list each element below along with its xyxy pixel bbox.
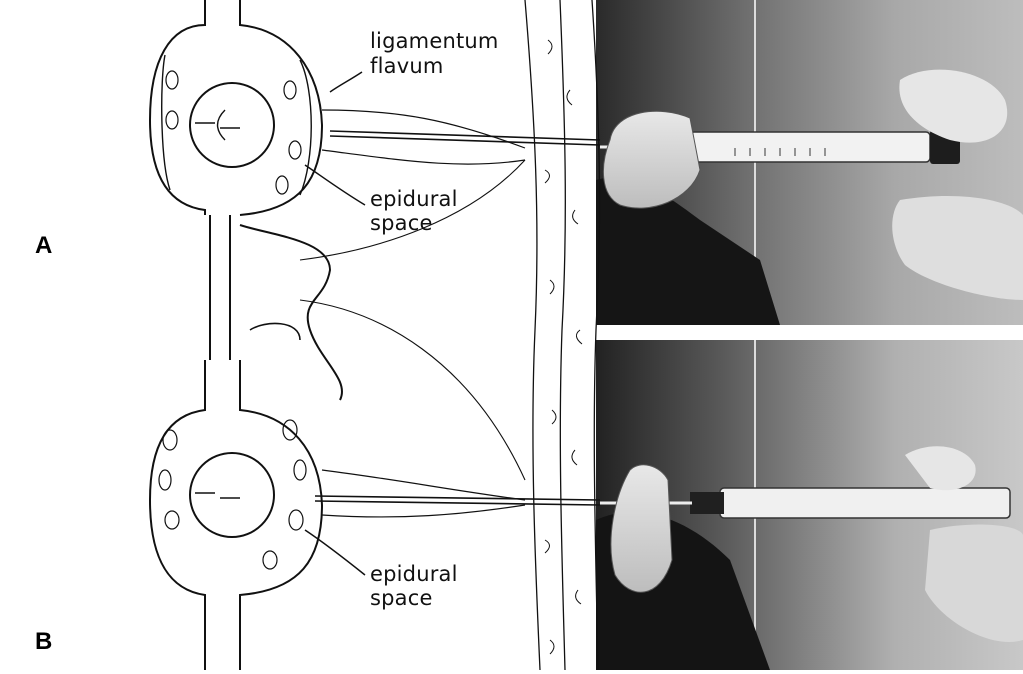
epidural-space-label-a-line2: space	[370, 212, 433, 234]
ligamentum-flavum-label-line2: flavum	[370, 55, 444, 77]
needle-a	[330, 131, 600, 145]
panel-label-a: A	[35, 232, 52, 260]
epidural-space-label-a-line1: epidural	[370, 188, 458, 210]
ligamentum-flavum-label-line1: ligamentum	[370, 30, 499, 52]
needle-b	[315, 496, 600, 505]
panel-label-b: B	[35, 628, 52, 656]
epidural-space-label-b-line1: epidural	[370, 563, 458, 585]
spine-drawing	[150, 0, 525, 670]
photo-panel-b	[596, 340, 1023, 670]
label-leaders	[305, 72, 365, 575]
photo-panel-a	[596, 0, 1023, 325]
epidural-space-label-b-line2: space	[370, 587, 433, 609]
skin-layers	[525, 0, 599, 670]
